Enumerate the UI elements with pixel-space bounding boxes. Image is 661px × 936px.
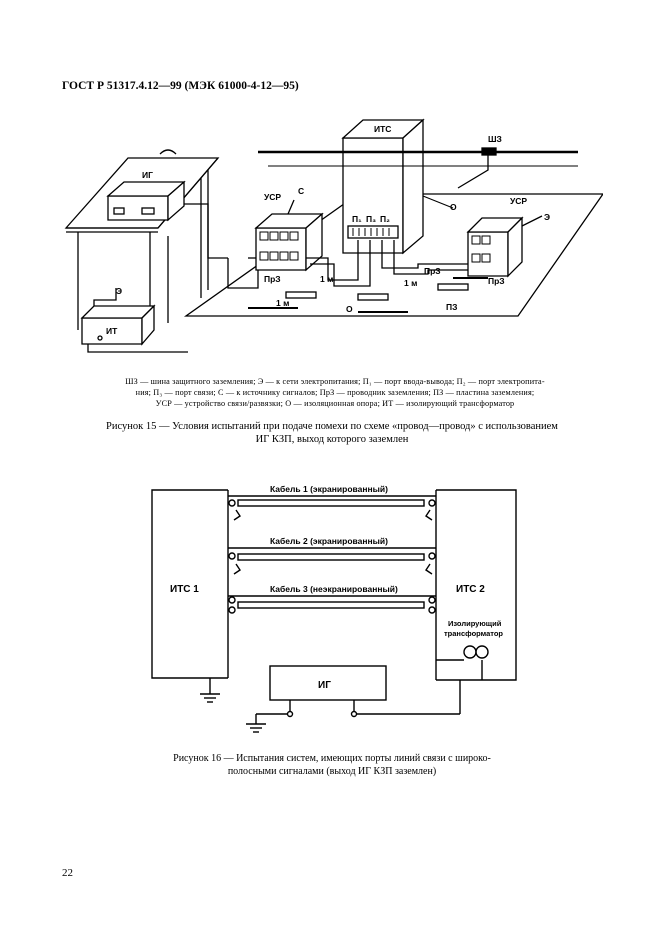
its2-block	[436, 489, 517, 681]
label-o-bottom: О	[346, 304, 353, 314]
figure-15-caption-line-1: Рисунок 15 — Условия испытаний при подач…	[106, 421, 558, 432]
label-its: ИТС	[374, 124, 391, 134]
legend-line-1: ШЗ — шина защитного заземления; Э — к се…	[125, 377, 545, 386]
figure-15-caption-line-2: ИГ КЗП, выход которого заземлен	[255, 434, 409, 445]
label-prz-right: ПрЗ	[488, 276, 505, 286]
label-pz: ПЗ	[446, 302, 457, 312]
label-ig: ИГ	[142, 170, 153, 180]
label-e-right: Э	[544, 212, 550, 222]
label-p1: П₁	[352, 214, 362, 224]
label-its2: ИТС 2	[456, 584, 485, 595]
label-p2: П₂	[380, 214, 390, 224]
its1-block	[151, 489, 228, 679]
label-it: ИТ	[106, 326, 118, 336]
label-ig-16: ИГ	[318, 680, 331, 691]
label-1m-b: 1 м	[404, 278, 417, 288]
label-1m-c: 1 м	[276, 298, 289, 308]
legend-line-3: УСР — устройство связи/развязки; О — изо…	[155, 399, 515, 408]
label-cable-1: Кабель 1 (экранированный)	[270, 484, 388, 494]
label-p3: П₃	[366, 214, 376, 224]
label-o-top: О	[450, 202, 457, 212]
label-cable-2: Кабель 2 (экранированный)	[270, 536, 388, 546]
figure-15-diagram: ИТС ИГ ИТ ШЗ УСР УСР С Э Э П₁ П₃ П₂ О О …	[64, 118, 603, 353]
figure-16-caption: Рисунок 16 — Испытания систем, имеющих п…	[62, 752, 602, 778]
label-transformer-line-2: трансформатор	[444, 629, 503, 638]
figure-15-legend: ШЗ — шина защитного заземления; Э — к се…	[75, 376, 595, 409]
page-number: 22	[62, 867, 73, 879]
label-usr-right: УСР	[510, 196, 527, 206]
label-usr-left: УСР	[264, 192, 281, 202]
label-ush: ШЗ	[488, 134, 502, 144]
figure-16-caption-line-2: полосными сигналами (выход ИГ КЗП заземл…	[227, 766, 437, 777]
label-cable-3: Кабель 3 (неэкранированный)	[270, 584, 398, 594]
label-e-left: Э	[116, 286, 122, 296]
label-its1: ИТС 1	[170, 584, 199, 595]
document-header: ГОСТ Р 51317.4.12—99 (МЭК 61000-4-12—95)	[62, 80, 299, 92]
figure-16-caption-line-1: Рисунок 16 — Испытания систем, имеющих п…	[173, 753, 491, 764]
label-1m-a: 1 м	[320, 274, 333, 284]
label-c: С	[298, 186, 304, 196]
figure-16-diagram: Кабель 1 (экранированный) Кабель 2 (экра…	[151, 484, 517, 733]
label-prz-left: ПрЗ	[264, 274, 281, 284]
legend-line-2: ния; П₃ — порт связи; С — к источнику си…	[135, 388, 535, 397]
ig-block	[269, 665, 387, 701]
figure-15-caption: Рисунок 15 — Условия испытаний при подач…	[62, 420, 602, 446]
label-transformer-line-1: Изолирующий	[448, 619, 502, 628]
label-prz-mid: ПрЗ	[424, 266, 441, 276]
